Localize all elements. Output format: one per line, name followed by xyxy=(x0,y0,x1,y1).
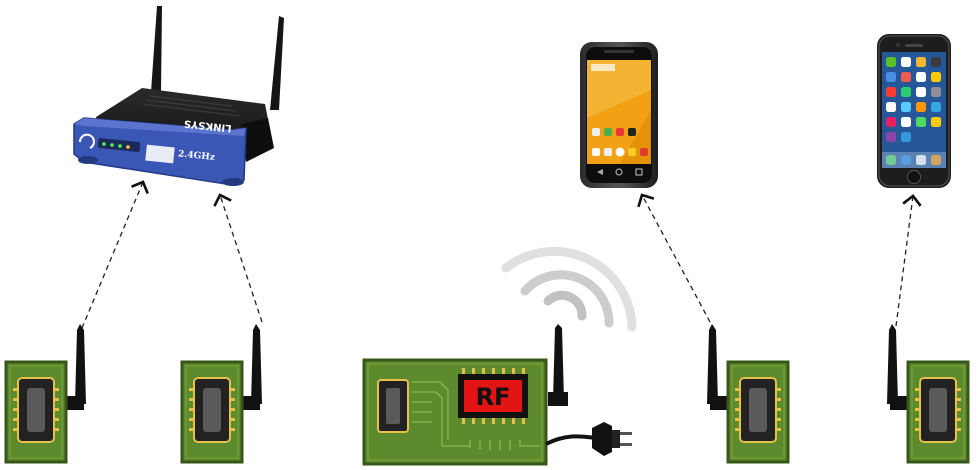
sensor-antenna xyxy=(251,324,262,404)
link-node1-router xyxy=(81,180,149,329)
android-phone xyxy=(580,42,658,188)
router-logo-icon xyxy=(78,133,95,149)
sensor-nodes xyxy=(4,324,970,464)
rf-signal-waves xyxy=(501,246,637,332)
rf-transmitter: RF xyxy=(362,324,632,466)
iphone xyxy=(877,34,951,188)
router-antenna-left xyxy=(151,6,162,92)
rf-wave-inner xyxy=(543,290,587,321)
iphone-app-grid xyxy=(886,57,941,165)
iphone-home-button xyxy=(907,170,921,184)
sensor-node-4 xyxy=(887,324,970,464)
sensor-node-1 xyxy=(4,324,86,464)
connection-lines xyxy=(81,180,922,329)
rf-chip-label: RF xyxy=(476,383,511,411)
wifi-router: LINKSYS 2.4GHz xyxy=(73,6,284,186)
router-brand-label: LINKSYS xyxy=(183,117,232,133)
router-band-label: 2.4GHz xyxy=(177,149,215,163)
rf-wave-outer xyxy=(501,246,637,332)
sensor-node-2 xyxy=(180,324,262,464)
sensor-antenna xyxy=(887,324,898,404)
link-node3-android xyxy=(637,193,711,323)
sensor-antenna xyxy=(75,324,86,404)
rf-transmitter-antenna xyxy=(553,324,564,400)
power-cable xyxy=(545,434,597,446)
rf-wave-middle xyxy=(520,270,614,328)
power-plug-icon xyxy=(592,422,632,456)
sensor-antenna xyxy=(707,324,718,404)
router-antenna-right xyxy=(270,16,284,110)
android-app-icons xyxy=(592,128,648,157)
link-node2-router xyxy=(213,193,263,323)
android-nav-buttons xyxy=(597,168,643,176)
sensor-node-3 xyxy=(707,324,790,464)
link-node4-iphone xyxy=(895,194,922,327)
